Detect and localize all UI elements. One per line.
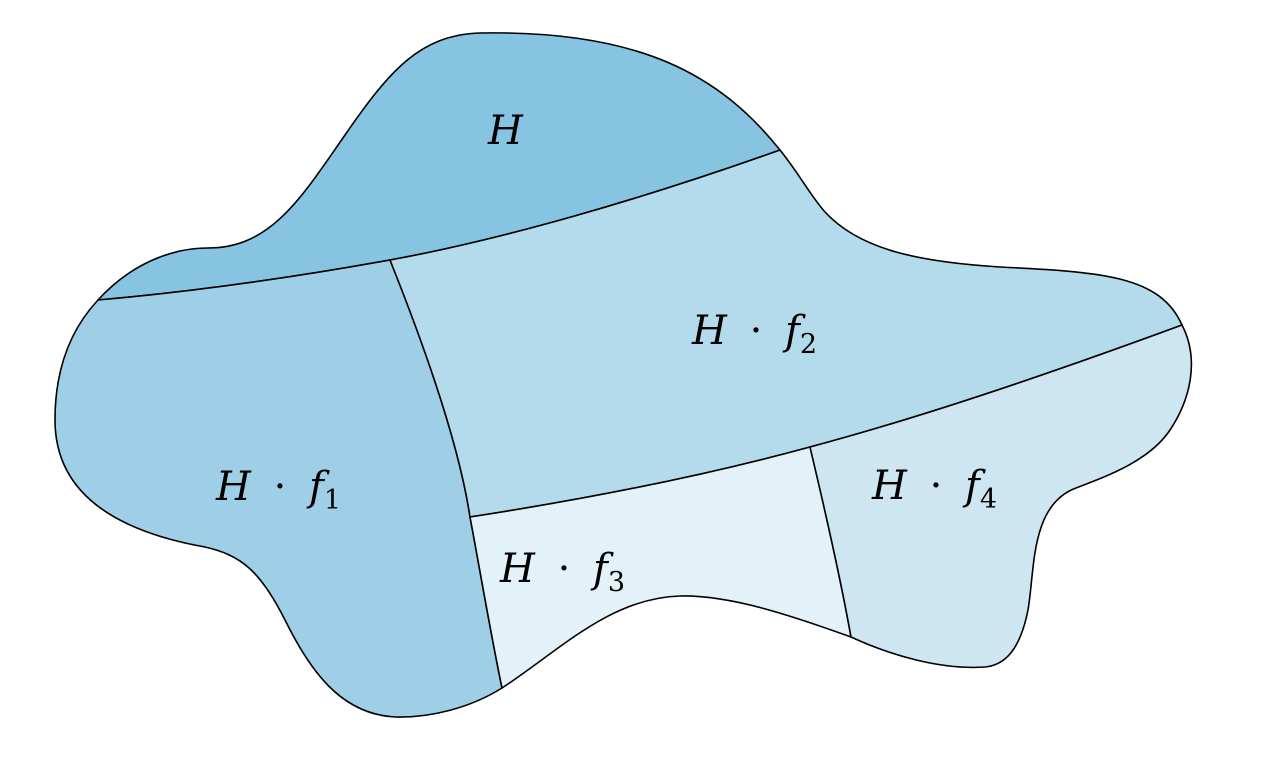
label-H: H (487, 108, 524, 154)
region-Hf3 (469, 446, 852, 689)
label-Hf4: H · f4 (871, 463, 997, 515)
label-Hf2: H · f2 (691, 308, 817, 360)
label-Hf3: H · f3 (499, 546, 625, 598)
region-Hf4 (809, 324, 1193, 669)
label-Hf1: H · f1 (215, 464, 341, 516)
